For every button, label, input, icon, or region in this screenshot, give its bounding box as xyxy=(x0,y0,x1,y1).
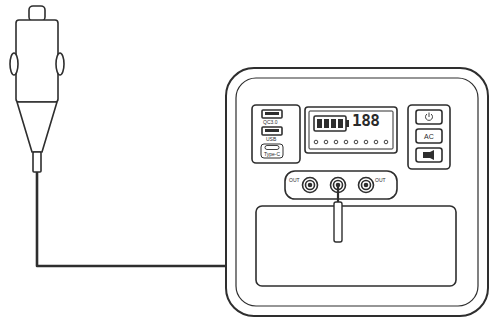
light-symbol xyxy=(423,150,434,160)
power-button xyxy=(416,110,442,124)
dc-jack xyxy=(303,178,318,193)
plug-cone xyxy=(17,102,57,152)
spring-contact xyxy=(10,53,18,75)
port-panel xyxy=(252,105,300,163)
type-c-port xyxy=(261,144,283,158)
status-icon xyxy=(374,140,378,144)
output-label: OUT xyxy=(375,178,386,183)
port-label: Type-C xyxy=(264,152,280,157)
status-icon xyxy=(344,140,348,144)
spring-contact xyxy=(56,53,64,75)
housing-outer xyxy=(226,68,488,316)
status-icon xyxy=(354,140,358,144)
display-frame xyxy=(305,107,397,153)
plug-body xyxy=(16,20,58,102)
display-digits: 188 xyxy=(352,113,379,129)
type-c-socket xyxy=(265,146,279,150)
plug-tip xyxy=(29,6,45,21)
battery-bar xyxy=(338,119,343,128)
display-screen xyxy=(309,111,393,149)
port-label: USB xyxy=(266,137,276,142)
battery-bar xyxy=(324,119,329,128)
port-label: QC3.0 xyxy=(263,120,277,125)
dc-jack xyxy=(359,178,374,193)
usb-port xyxy=(262,127,282,135)
power-symbol xyxy=(426,113,433,121)
battery-terminal xyxy=(346,120,349,127)
button-label: AC xyxy=(424,133,434,140)
usb-port-tongue xyxy=(265,112,279,115)
status-icons xyxy=(314,140,388,144)
housing-inner xyxy=(236,78,478,306)
usb-port xyxy=(262,110,282,118)
status-icon xyxy=(364,140,368,144)
battery-bar xyxy=(317,119,322,128)
light-button xyxy=(416,148,442,162)
status-icon xyxy=(334,140,338,144)
battery-bar xyxy=(331,119,336,128)
battery-bars xyxy=(317,119,343,128)
status-icon xyxy=(324,140,328,144)
ac-button xyxy=(416,129,442,143)
power-station xyxy=(226,68,488,316)
dc-output-strip xyxy=(285,171,397,199)
lower-panel xyxy=(256,206,456,286)
battery-icon xyxy=(314,116,346,131)
button-panel xyxy=(408,105,450,169)
status-icon xyxy=(314,140,318,144)
strain-relief xyxy=(33,152,41,172)
status-icon xyxy=(384,140,388,144)
dc-barrel-plug xyxy=(334,187,342,242)
car-charger-plug xyxy=(10,6,64,172)
usb-port-tongue xyxy=(265,129,279,132)
output-label: OUT xyxy=(289,178,300,183)
